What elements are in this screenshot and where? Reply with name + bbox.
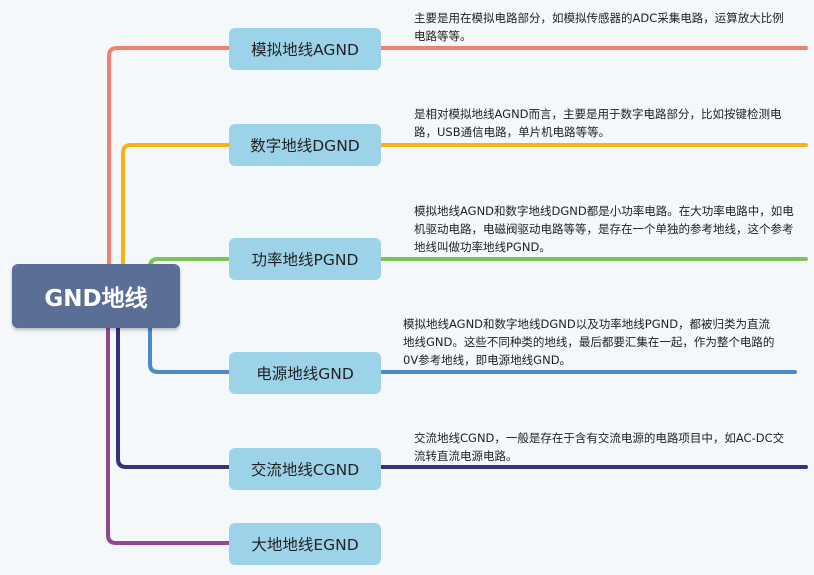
root-node[interactable]: GND地线 [12,264,180,328]
connector-cgnd [116,324,808,469]
branch-node-egnd[interactable]: 大地地线EGND [229,523,381,565]
connector-gnd [148,324,797,374]
description-gnd: 模拟地线AGND和数字地线DGND以及功率地线PGND，都被归类为直流地线GND… [403,317,775,367]
connector-egnd [106,324,231,545]
description-dgnd: 是相对模拟地线AGND而言，主要是用于数字电路部分，比如按键检测电路，USB通信… [414,107,782,139]
branch-node-gnd[interactable]: 电源地线GND [229,352,381,394]
connector-dgnd [121,143,808,268]
description-cgnd: 交流地线CGND，一般是存在于含有交流电源的电路项目中，如AC-DC交流转直流电… [414,431,785,463]
description-pgnd: 模拟地线AGND和数字地线DGND都是小功率电路。在大功率电路中，如电机驱动电路… [414,204,794,254]
connector-agnd [107,46,808,268]
branch-node-cgnd[interactable]: 交流地线CGND [229,448,381,490]
branch-node-agnd[interactable]: 模拟地线AGND [229,28,381,70]
branch-node-pgnd[interactable]: 功率地线PGND [229,238,381,280]
description-agnd: 主要是用在模拟电路部分，如模拟传感器的ADC采集电路，运算放大比例电路等等。 [414,11,784,43]
branch-node-dgnd[interactable]: 数字地线DGND [229,124,381,166]
